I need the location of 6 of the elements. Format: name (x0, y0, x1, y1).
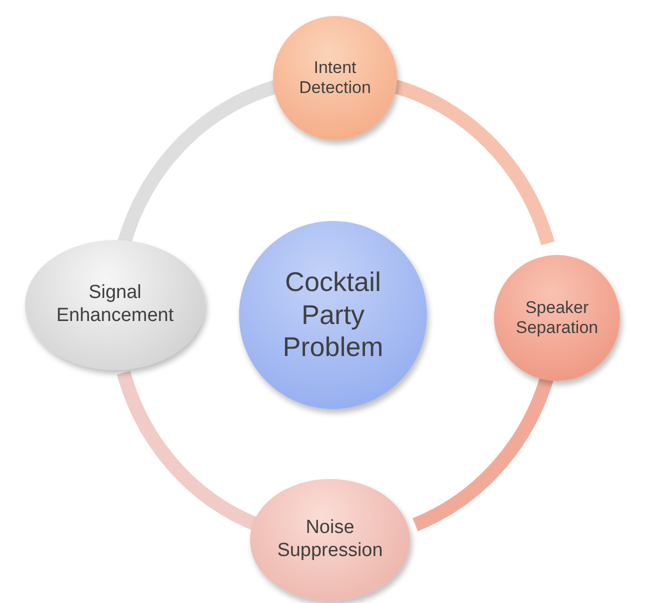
ring-arc (392, 80, 554, 246)
node-label: Signal Enhancement (55, 282, 175, 328)
node-label: Speaker Separation (514, 298, 600, 338)
node-label: Noise Suppression (276, 517, 384, 563)
node-label: Intent Detection (298, 58, 372, 98)
node-label: Cocktail Party Problem (282, 266, 384, 364)
